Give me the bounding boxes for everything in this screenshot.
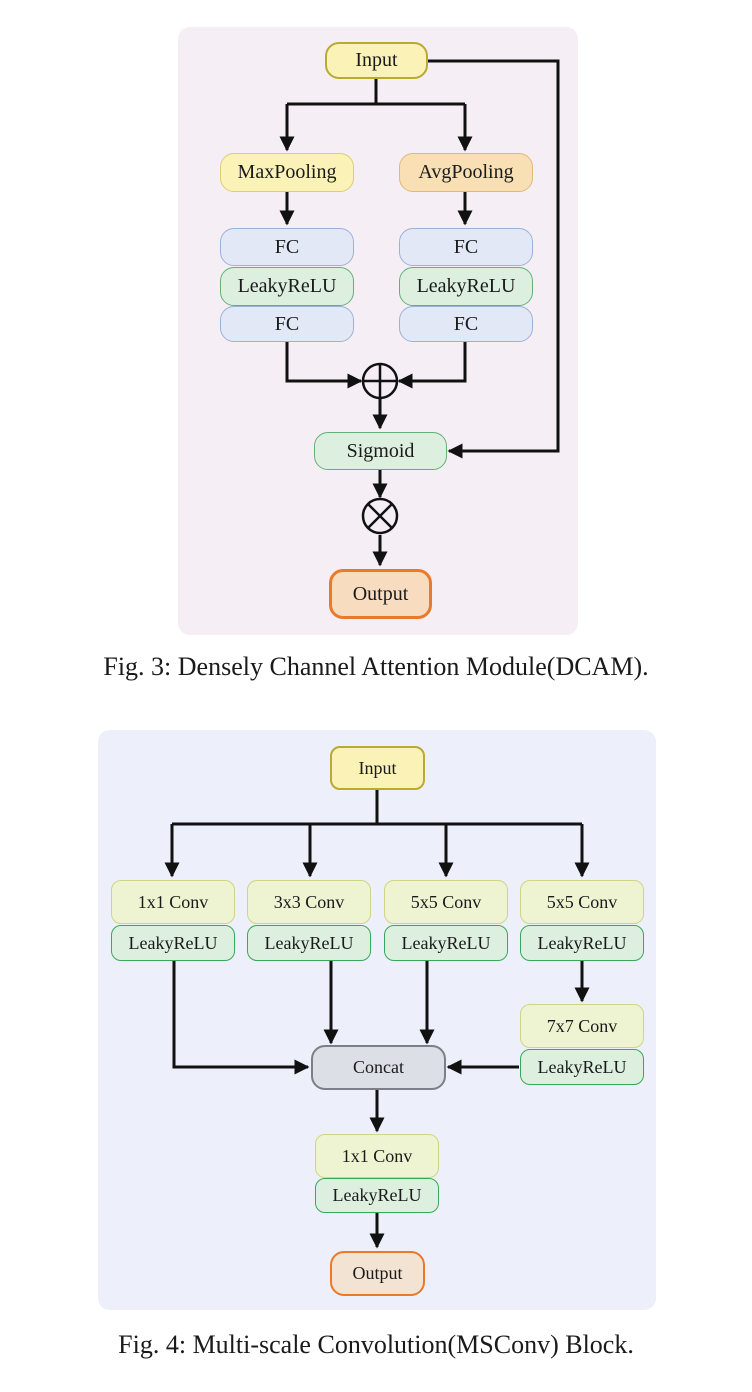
arrow-left-fc-to-add [285, 341, 363, 389]
add-operator [361, 362, 399, 400]
right-leakyrelu-node: LeakyReLU [399, 267, 533, 306]
concat-node: Concat [311, 1045, 446, 1090]
final-leakyrelu-node: LeakyReLU [315, 1178, 439, 1213]
arrow-right-fc-to-add [397, 341, 467, 389]
branch4-leakyrelu-node: LeakyReLU [520, 925, 644, 961]
msconv-input-node: Input [330, 746, 425, 790]
final-conv-node: 1x1 Conv [315, 1134, 439, 1178]
branch3-conv-node: 5x5 Conv [384, 880, 508, 924]
extra-conv-node: 7x7 Conv [520, 1004, 644, 1048]
dcam-input-node: Input [325, 42, 428, 79]
avgpooling-node: AvgPooling [399, 153, 533, 192]
msconv-output-node: Output [330, 1251, 425, 1296]
figure3-caption: Fig. 3: Densely Channel Attention Module… [103, 652, 649, 681]
maxpooling-node: MaxPooling [220, 153, 354, 192]
right-fc1-node: FC [399, 228, 533, 266]
figure4-caption: Fig. 4: Multi-scale Convolution(MSConv) … [118, 1330, 634, 1359]
branch2-leakyrelu-node: LeakyReLU [247, 925, 371, 961]
right-fc2-node: FC [399, 306, 533, 342]
sigmoid-node: Sigmoid [314, 432, 447, 470]
input-split-connector-4 [172, 790, 582, 826]
arrow-branch1-to-concat [172, 961, 310, 1075]
left-leakyrelu-node: LeakyReLU [220, 267, 354, 306]
left-fc2-node: FC [220, 306, 354, 342]
input-split-connector [287, 79, 465, 106]
left-fc1-node: FC [220, 228, 354, 266]
branch4-conv-node: 5x5 Conv [520, 880, 644, 924]
branch2-conv-node: 3x3 Conv [247, 880, 371, 924]
skip-input-to-sigmoid [428, 59, 560, 459]
branch3-leakyrelu-node: LeakyReLU [384, 925, 508, 961]
multiply-operator [361, 497, 399, 535]
branch1-conv-node: 1x1 Conv [111, 880, 235, 924]
branch1-leakyrelu-node: LeakyReLU [111, 925, 235, 961]
dcam-output-node: Output [329, 569, 432, 619]
extra-leakyrelu-node: LeakyReLU [520, 1049, 644, 1085]
